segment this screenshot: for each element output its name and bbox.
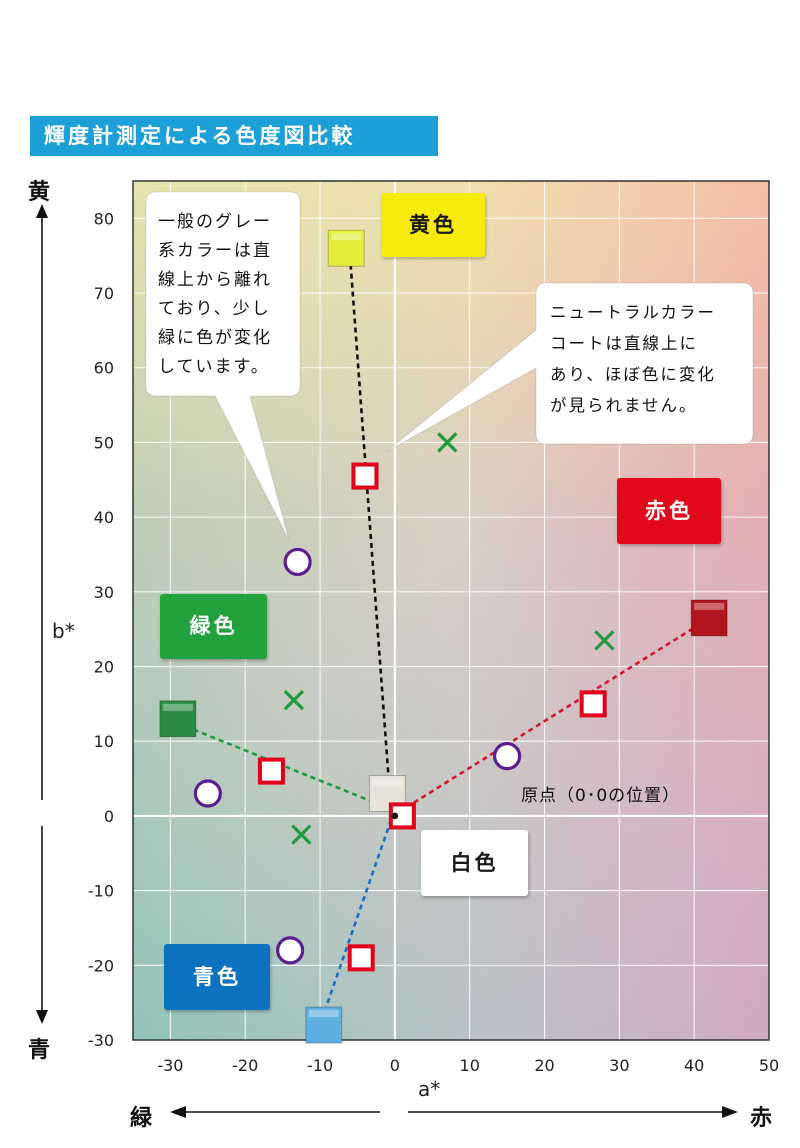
reference-color-swatches — [159, 229, 728, 1044]
origin-dot — [391, 812, 399, 820]
label-green: 緑色 — [160, 594, 267, 659]
reference-swatch-highlight — [372, 778, 403, 786]
neutral-coat-marker — [579, 690, 607, 718]
label-white: 白色 — [421, 830, 528, 896]
origin-annotation: 原点（0･0の位置） — [521, 786, 681, 806]
dashed-guide-line — [348, 255, 393, 813]
y-tick-label: -20 — [88, 956, 114, 975]
plot-border — [132, 180, 770, 1041]
x-axis-arrow-left-head — [170, 1106, 186, 1118]
reference-swatch — [327, 229, 365, 267]
y-tick-label: -30 — [88, 1031, 114, 1050]
x-axis-label: a* — [418, 1077, 440, 1101]
callout-gray-text: 一般のグレー 系カラーは直 線上から離れ ており、少し 緑に色が変化 しています… — [158, 212, 272, 377]
y-tick-label: 60 — [94, 359, 114, 378]
x-tick-label: -30 — [157, 1056, 183, 1075]
gray-color-marker — [193, 779, 222, 808]
callout-neutral-bubble — [385, 282, 754, 453]
neutral-coat-marker — [351, 462, 379, 490]
cross-marker — [594, 630, 615, 651]
y-axis-arrow-down-head — [36, 1010, 48, 1024]
cross-marker — [283, 690, 305, 711]
y-axis-bottom-word: 青 — [28, 1038, 51, 1063]
y-tick-label: 20 — [94, 658, 114, 677]
neutral-coat-marker — [347, 944, 375, 972]
y-tick-label: 30 — [94, 583, 114, 602]
chart-title: 輝度計測定による色度図比較 — [30, 116, 438, 156]
x-tick-label: 10 — [460, 1056, 480, 1075]
y-tick-label: 80 — [94, 209, 114, 228]
guide-lines — [184, 255, 699, 1015]
y-tick-label: 40 — [94, 508, 114, 527]
reference-swatch-highlight — [162, 703, 193, 711]
tick-labels: -30 -20 -10 0 10 20 30 40 50 60 70 80 -30 -20 -10 0 10 20… — [88, 209, 779, 1075]
x-tick-label: 50 — [759, 1056, 779, 1075]
neutral-coat-marker — [257, 757, 285, 785]
label-yellow: 黄色 — [381, 193, 485, 257]
dashed-guide-line — [397, 624, 699, 814]
x-axis-right-word: 赤 — [750, 1106, 773, 1131]
callout-bubbles — [145, 191, 754, 541]
x-tick-label: -20 — [232, 1056, 258, 1075]
axis-arrows — [36, 204, 738, 1118]
y-tick-label: 50 — [94, 433, 114, 452]
dashed-guide-line — [184, 725, 381, 806]
y-axis-arrow-up-head — [36, 204, 48, 218]
cross-marker — [437, 432, 458, 453]
y-axis-label: b* — [52, 619, 75, 643]
gray-color-marker — [493, 742, 522, 771]
x-axis-arrow-right-head — [722, 1106, 738, 1118]
x-tick-label: -10 — [307, 1056, 333, 1075]
gray-color-marker — [283, 547, 312, 577]
x-tick-label: 0 — [390, 1056, 400, 1075]
label-red: 赤色 — [617, 478, 721, 544]
y-axis-top-word: 黄 — [28, 180, 51, 205]
cross-marker — [291, 824, 312, 845]
reference-swatch-highlight — [308, 1010, 339, 1018]
y-tick-label: -10 — [88, 882, 114, 901]
gray-color-marker — [276, 936, 305, 965]
callout-gray-bubble — [145, 191, 301, 541]
y-tick-label: 0 — [104, 807, 114, 826]
callout-neutral-text: ニュートラルカラー コートは直線上に あり、ほぼ色に変化 が見られません。 — [550, 303, 717, 415]
reference-swatch — [690, 599, 728, 637]
x-axis-left-word: 緑 — [130, 1106, 153, 1131]
reference-swatch-highlight — [694, 602, 725, 610]
dashed-guide-line — [322, 819, 393, 1015]
x-tick-label: 40 — [684, 1056, 704, 1075]
neutral-coat-marker — [388, 802, 416, 830]
reference-swatch — [159, 700, 197, 738]
reference-swatch-highlight — [331, 233, 362, 241]
y-tick-label: 70 — [94, 284, 114, 303]
reference-swatch — [305, 1006, 343, 1044]
y-tick-label: 10 — [94, 732, 114, 751]
x-tick-label: 30 — [609, 1056, 629, 1075]
data-markers — [193, 432, 615, 972]
x-tick-label: 20 — [534, 1056, 554, 1075]
label-blue: 青色 — [164, 944, 270, 1010]
